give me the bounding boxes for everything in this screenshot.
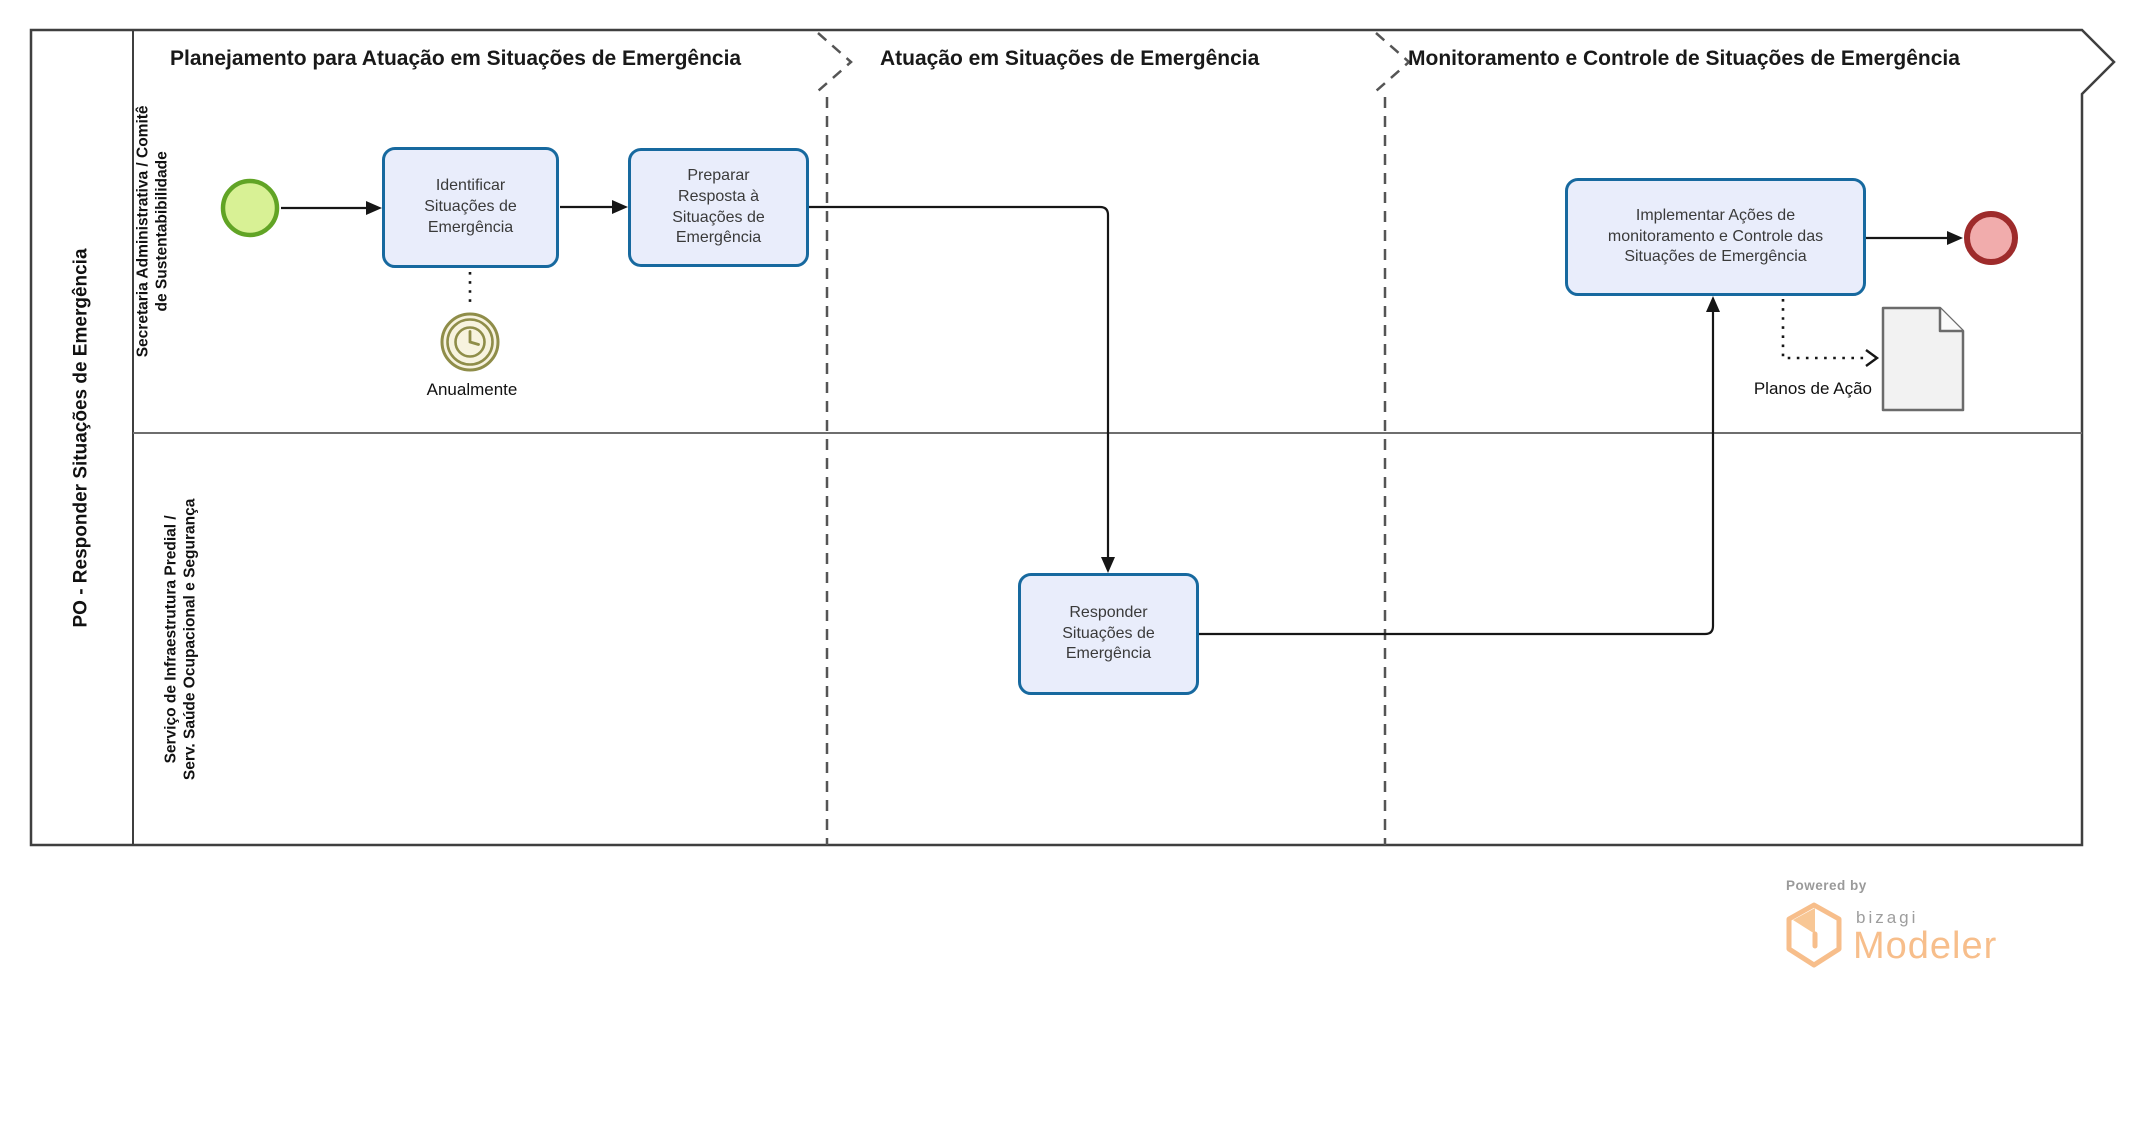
open-arrowhead xyxy=(1865,349,1880,367)
phase-3-title: Monitoramento e Controle de Situações de… xyxy=(1408,47,1960,70)
arrowhead xyxy=(366,201,382,215)
powered-by-text: Powered by xyxy=(1786,878,1867,893)
lane-1-label: Secretaria Administrativa / Comitê de Su… xyxy=(134,105,172,358)
pool-border xyxy=(29,28,2116,847)
data-object-label: Planos de Ação xyxy=(1753,379,1872,398)
phase-chevron-2-icon xyxy=(1375,32,1411,92)
modeler-wordmark: Modeler xyxy=(1853,925,1998,967)
end-event-icon[interactable] xyxy=(1964,211,2018,265)
timer-event-icon[interactable] xyxy=(440,312,500,372)
arrowhead xyxy=(1706,296,1720,312)
bizagi-hexagon-icon xyxy=(1786,902,1842,968)
task-implementar-acoes[interactable]: Implementar Ações de monitoramento e Con… xyxy=(1565,178,1866,296)
task-identificar-situacoes[interactable]: Identificar Situações de Emergência xyxy=(382,147,559,268)
bizagi-modeler-logo: Powered by bizagi Modeler xyxy=(1786,878,2086,1000)
lane-1-label-band: Secretaria Administrativa / Comitê de Su… xyxy=(133,30,173,433)
flow-preparar-to-responder xyxy=(809,205,1110,558)
arrowhead xyxy=(1947,231,1963,245)
bizagi-wordmark: bizagi xyxy=(1856,908,1919,927)
task-responder-situacoes[interactable]: Responder Situações de Emergência xyxy=(1018,573,1199,695)
task-preparar-resposta[interactable]: Preparar Resposta à Situações de Emergên… xyxy=(628,148,809,267)
lane-2-label-band: Serviço de Infraestrutura Predial / Serv… xyxy=(133,433,229,845)
phase-1-title: Planejamento para Atuação em Situações d… xyxy=(170,47,742,70)
lane-2-label: Serviço de Infraestrutura Predial / Serv… xyxy=(162,498,200,780)
arrowhead xyxy=(612,200,628,214)
start-event-icon[interactable] xyxy=(220,178,280,238)
association-implementar-to-data-object xyxy=(1781,299,1864,360)
phase-2-title: Atuação em Situações de Emergência xyxy=(880,47,1260,70)
timer-event-label: Anualmente xyxy=(426,380,518,399)
pool-title-band: PO - Responder Situações de Emergência xyxy=(31,30,133,845)
data-object-icon[interactable] xyxy=(1881,306,1965,412)
pool-title: PO - Responder Situações de Emergência xyxy=(71,247,93,628)
phase-chevron-1-icon xyxy=(817,32,853,92)
arrowhead xyxy=(1101,557,1115,573)
flow-responder-to-implementar xyxy=(1199,312,1715,636)
